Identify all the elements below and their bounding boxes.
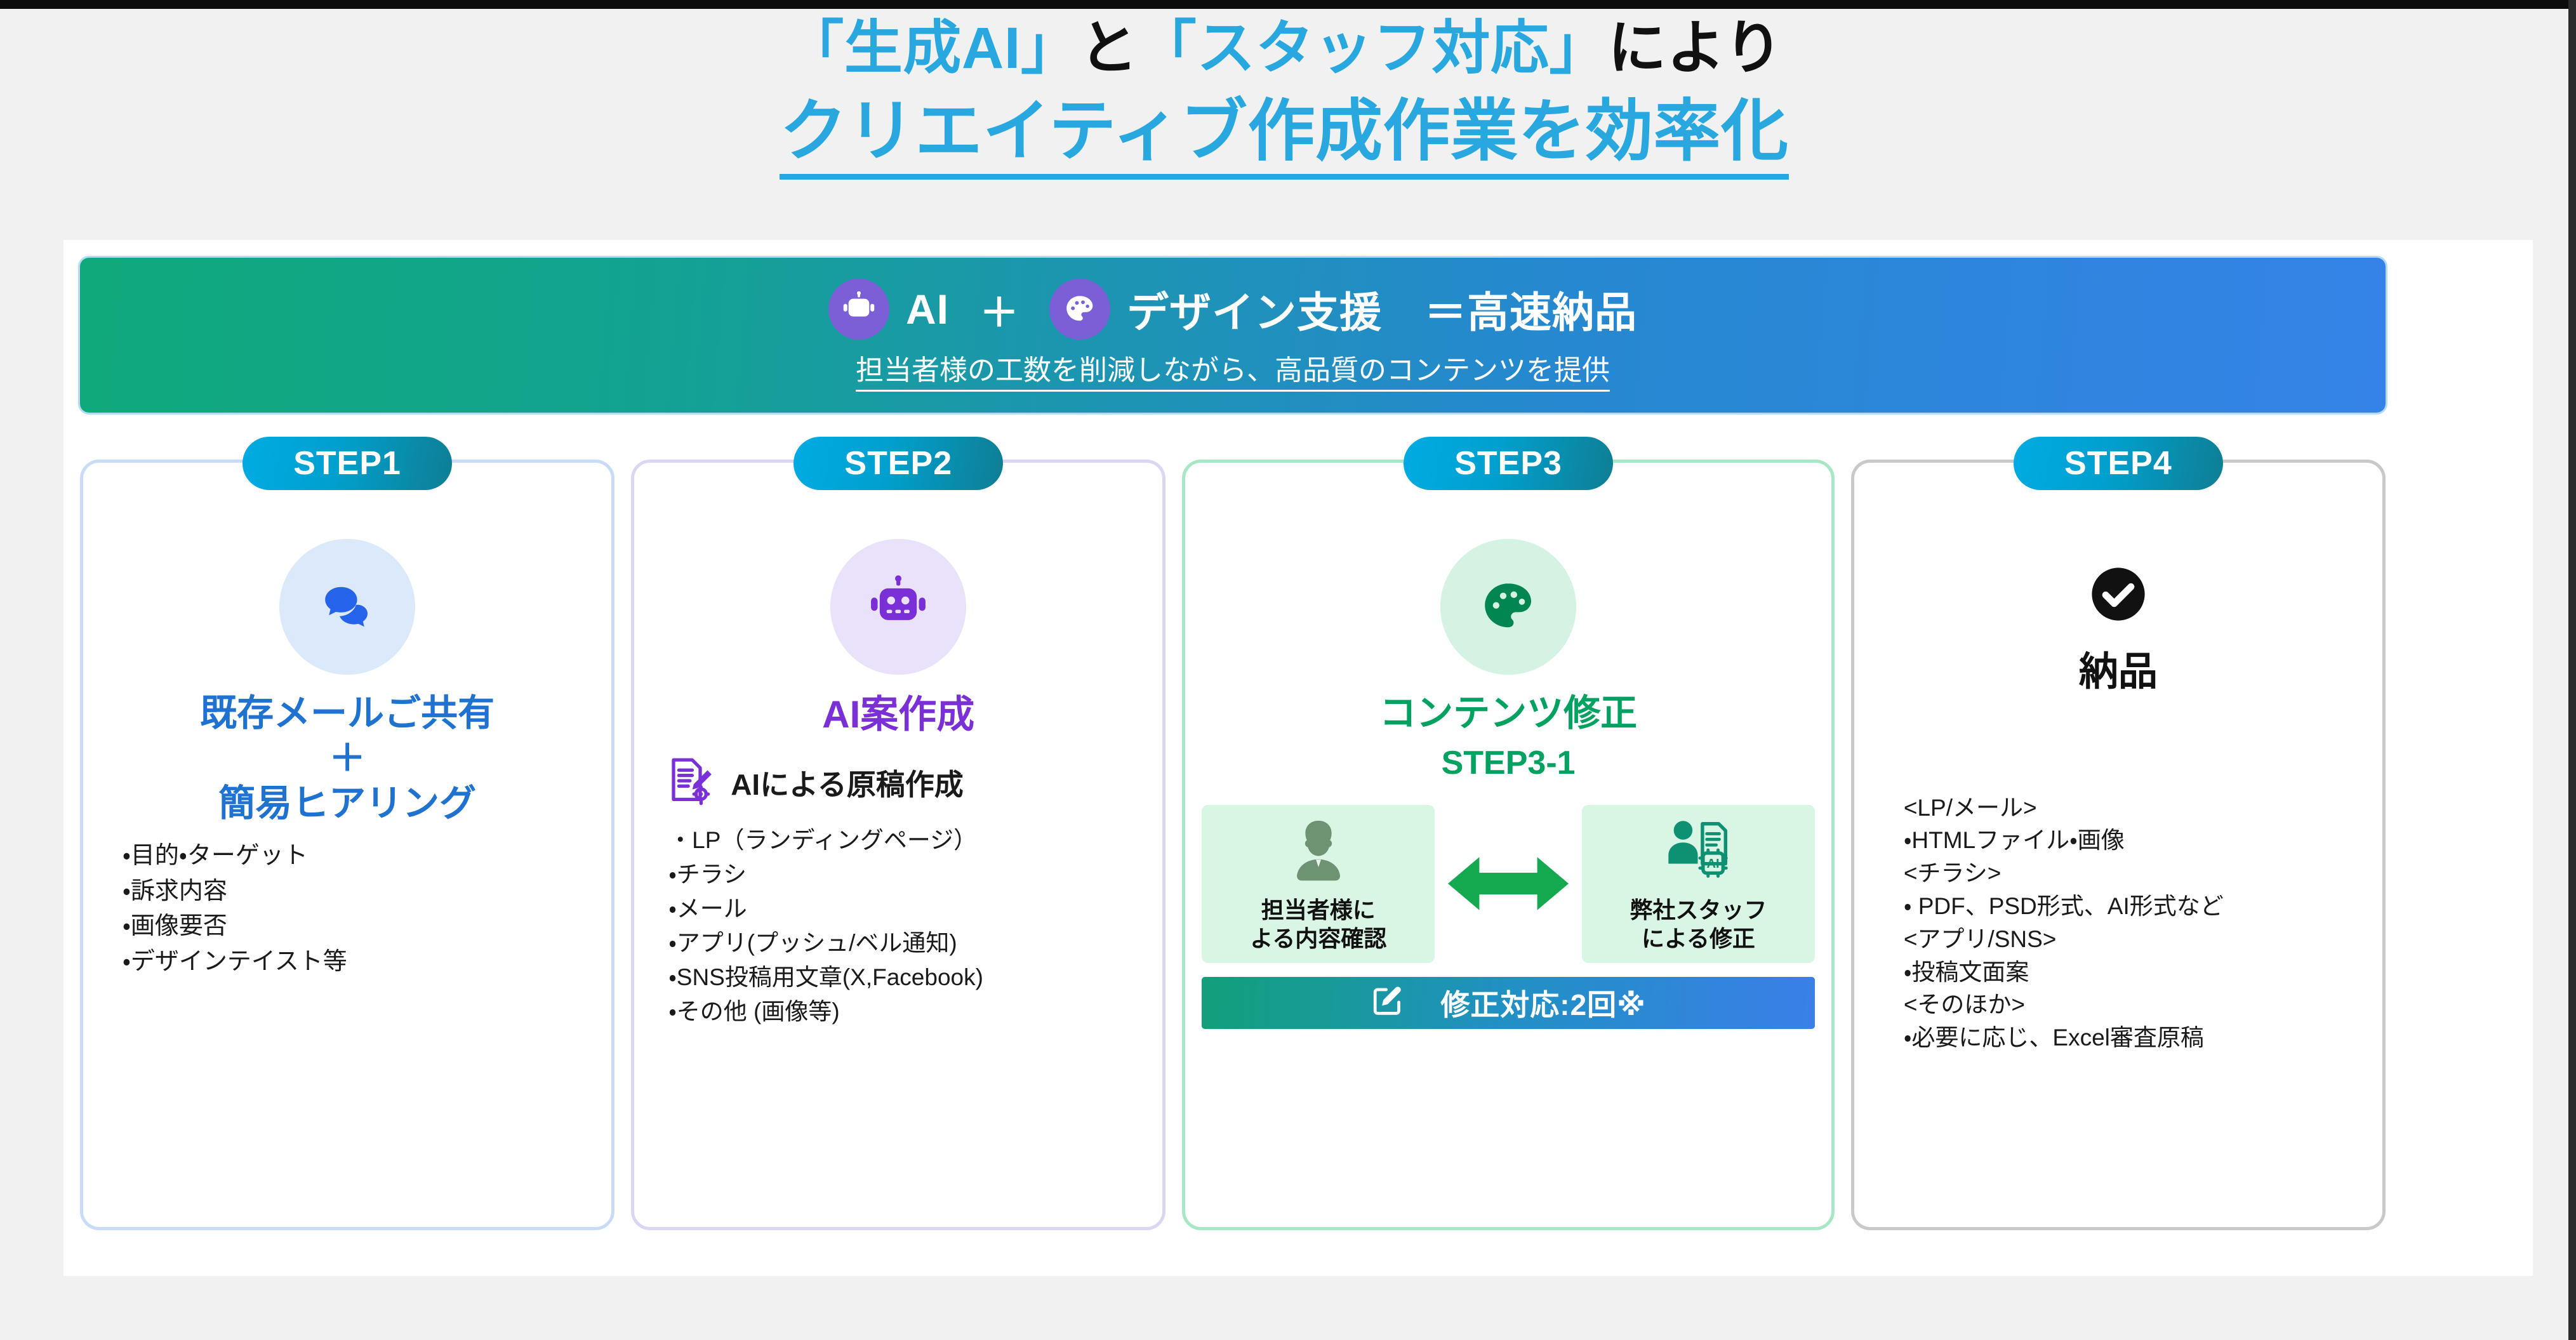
step-column-4: 納品 <LP/メール> ・HTMLファイル・画像 <チラシ> ・ PDF、PSD… xyxy=(1850,437,2386,1230)
robot-icon xyxy=(828,279,889,340)
step-card-1-bullets: ・目的・ターゲット ・訴求内容 ・画像要否 ・デザインテイスト等 xyxy=(123,842,347,975)
step-card-2-body: AI案作成 AIによる原稿作成 xyxy=(634,524,1162,1227)
chat-bubbles-icon xyxy=(279,539,416,675)
top-black-strip xyxy=(0,0,2576,9)
check-circle-icon xyxy=(2050,547,2186,642)
revision-label: 修正対応:2回※ xyxy=(1440,988,1646,1021)
title-suffix: により xyxy=(1607,16,1783,81)
right-dark-strip xyxy=(2568,0,2576,1340)
palette-icon xyxy=(1049,279,1110,340)
step-card-3-body: コンテンツ修正 STEP3-1 担当者様に よる内容確認 xyxy=(1185,524,1831,1227)
banner-design-label: デザイン支援 ＝高速納品 xyxy=(1127,289,1637,336)
title-quote-ai: 「生成AI」 xyxy=(785,16,1080,81)
step-card-2-head-label: AIによる原稿作成 xyxy=(731,767,964,801)
step-badge-3[interactable]: STEP3 xyxy=(1404,437,1614,490)
step-column-2: AI案作成 AIによる原稿作成 xyxy=(631,437,1166,1230)
step-card-3-pair: 担当者様に よる内容確認 xyxy=(1202,804,1815,963)
step-card-3-subtitle: STEP3-1 xyxy=(1441,744,1576,781)
pair-box-client: 担当者様に よる内容確認 xyxy=(1202,804,1435,963)
step-card-2-head-row: AIによる原稿作成 xyxy=(651,754,964,811)
double-arrow-icon xyxy=(1441,805,1576,963)
step-card-2-bullets: ・LP（ランディングページ） ・チラシ ・メール ・アプリ(プッシュ/ベル通知)… xyxy=(668,827,983,1025)
step-card-4-title: 納品 xyxy=(2078,650,2158,694)
title-line-2: クリエイティブ作成作業を効率化 xyxy=(0,92,2568,180)
step-card-4: 納品 <LP/メール> ・HTMLファイル・画像 <チラシ> ・ PDF、PSD… xyxy=(1850,460,2386,1230)
title-quote-staff: 「スタッフ対応」 xyxy=(1138,16,1608,81)
step-badge-2[interactable]: STEP2 xyxy=(793,437,1004,490)
step-column-1: 既存メールご共有 ＋ 簡易ヒアリング ・目的・ターゲット ・訴求内容 ・画像要否… xyxy=(80,437,615,1230)
step-card-4-body: 納品 <LP/メール> ・HTMLファイル・画像 <チラシ> ・ PDF、PSD… xyxy=(1854,524,2382,1227)
gradient-banner: AI ＋ デザイン支援 ＝高速納品 担当者様の工数を削減しながら、高品質のコンテ… xyxy=(80,258,2386,413)
banner-ai-label: AI xyxy=(905,286,949,333)
content-panel: AI ＋ デザイン支援 ＝高速納品 担当者様の工数を削減しながら、高品質のコンテ… xyxy=(63,240,2533,1276)
step-card-1-title: 既存メールご共有 ＋ 簡易ヒアリング xyxy=(200,693,495,824)
step-card-1: 既存メールご共有 ＋ 簡易ヒアリング ・目的・ターゲット ・訴求内容 ・画像要否… xyxy=(80,460,615,1230)
pair-box-staff-label: 弊社スタッフ による修正 xyxy=(1630,896,1767,952)
step-badge-1[interactable]: STEP1 xyxy=(242,437,453,490)
steps-row: 既存メールご共有 ＋ 簡易ヒアリング ・目的・ターゲット ・訴求内容 ・画像要否… xyxy=(80,437,2386,1230)
pair-box-staff: AI 弊社スタッフ による修正 xyxy=(1581,804,1815,963)
robot-icon xyxy=(830,539,967,675)
palette-icon xyxy=(1440,539,1577,675)
title-line-1: 「生成AI」と「スタッフ対応」により xyxy=(0,14,2568,83)
document-pencil-gear-icon xyxy=(665,754,718,811)
banner-subtitle: 担当者様の工数を削減しながら、高品質のコンテンツを提供 xyxy=(856,347,1610,392)
person-avatar-icon xyxy=(1281,814,1356,892)
staff-ai-document-icon: AI xyxy=(1661,814,1736,892)
step-card-2: AI案作成 AIによる原稿作成 xyxy=(631,460,1166,1230)
step-card-4-bullets: <LP/メール> ・HTMLファイル・画像 <チラシ> ・ PDF、PSD形式、… xyxy=(1903,794,2224,1051)
title-conj: と xyxy=(1079,16,1138,81)
step-card-2-title: AI案作成 xyxy=(822,693,975,736)
step-card-3: コンテンツ修正 STEP3-1 担当者様に よる内容確認 xyxy=(1182,460,1835,1230)
banner-plus: ＋ xyxy=(979,291,1019,335)
step-badge-4[interactable]: STEP4 xyxy=(2013,437,2223,490)
page-title: 「生成AI」と「スタッフ対応」により クリエイティブ作成作業を効率化 xyxy=(0,14,2568,180)
banner-headline-row: AI ＋ デザイン支援 ＝高速納品 xyxy=(828,279,1637,340)
step-column-3: コンテンツ修正 STEP3-1 担当者様に よる内容確認 xyxy=(1182,437,1835,1230)
revision-bar: 修正対応:2回※ xyxy=(1202,976,1815,1029)
svg-text:AI: AI xyxy=(1707,857,1720,871)
edit-pencil-icon xyxy=(1371,984,1405,1021)
title-headline: クリエイティブ作成作業を効率化 xyxy=(780,92,1789,180)
step-card-3-title: コンテンツ修正 xyxy=(1379,693,1638,734)
step-card-1-body: 既存メールご共有 ＋ 簡易ヒアリング ・目的・ターゲット ・訴求内容 ・画像要否… xyxy=(83,524,611,1227)
pair-box-client-label: 担当者様に よる内容確認 xyxy=(1250,896,1387,952)
